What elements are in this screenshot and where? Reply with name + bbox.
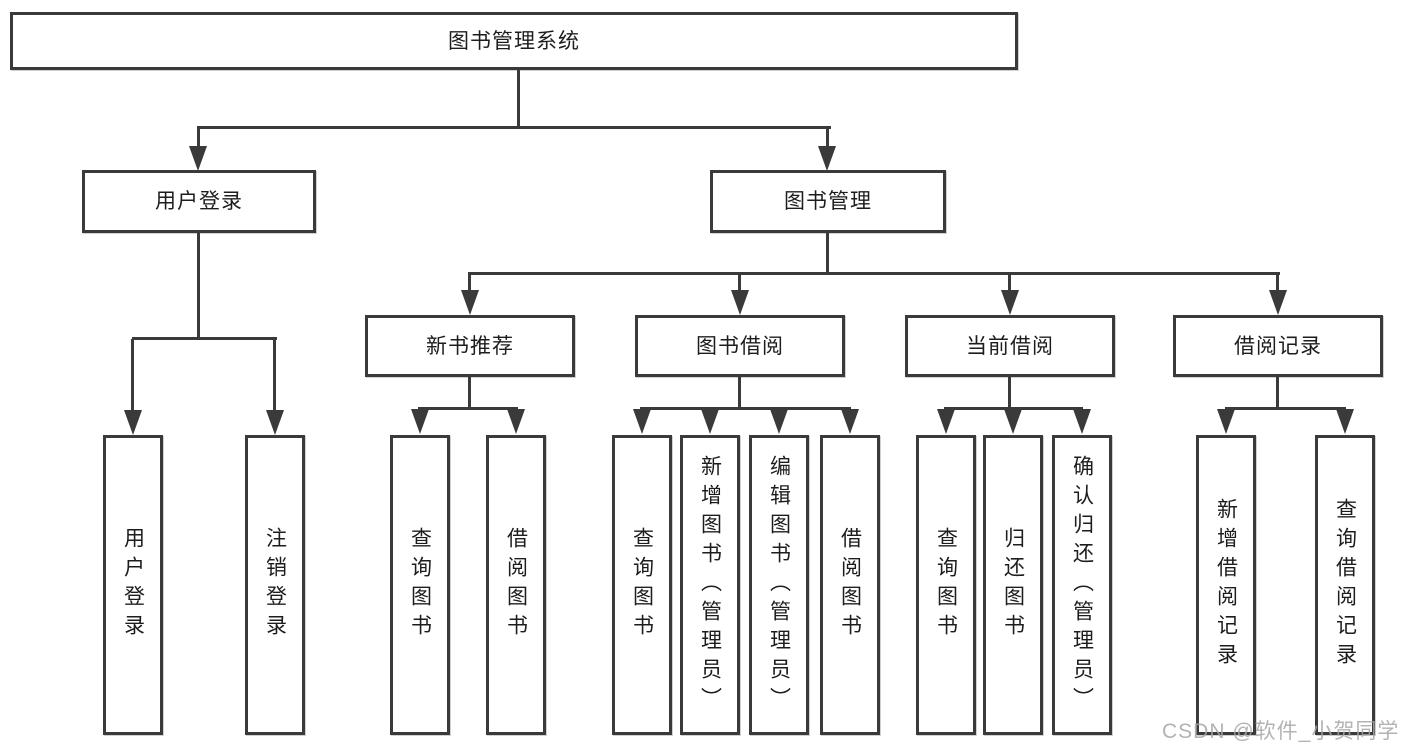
leaf-add-book-admin: 新增图书（管理员） (680, 435, 740, 735)
node-book-management: 图书管理 (710, 170, 946, 233)
arrow-down-icon (189, 146, 207, 171)
node-current-borrow: 当前借阅 (905, 315, 1115, 377)
leaf-query-book-borrow: 查询图书 (612, 435, 672, 735)
leaf-label: 新增图书（管理员） (698, 454, 722, 716)
arrow-down-icon (1269, 290, 1287, 315)
leaf-label: 归还图书 (1001, 527, 1025, 643)
leaf-label: 注销登录 (263, 527, 287, 643)
connector-line (826, 128, 829, 148)
connector-line (738, 377, 741, 407)
arrow-down-icon (1336, 409, 1354, 434)
leaf-add-borrow-record: 新增借阅记录 (1196, 435, 1256, 735)
watermark: CSDN @软件_小贺同学 (1162, 720, 1400, 743)
arrow-down-icon (411, 409, 429, 434)
node-user-login: 用户登录 (82, 170, 316, 233)
leaf-label: 借阅图书 (838, 527, 862, 643)
node-label: 借阅记录 (1234, 334, 1322, 358)
leaf-label: 查询图书 (630, 527, 654, 643)
connector-line (826, 233, 829, 272)
connector-line (944, 407, 1083, 410)
leaf-label: 查询图书 (934, 527, 958, 643)
connector-line (1276, 274, 1279, 292)
arrow-down-icon (701, 409, 719, 434)
connector-line (640, 407, 851, 410)
connector-line (1225, 407, 1346, 410)
leaf-query-borrow-record: 查询借阅记录 (1315, 435, 1375, 735)
node-new-book-recommend: 新书推荐 (365, 315, 575, 377)
leaf-query-book-current: 查询图书 (916, 435, 976, 735)
leaf-borrow-book-recommend: 借阅图书 (486, 435, 546, 735)
leaf-label: 用户登录 (121, 527, 145, 643)
arrow-down-icon (266, 410, 284, 435)
leaf-label: 新增借阅记录 (1214, 498, 1238, 672)
connector-line (131, 339, 134, 413)
connector-line (517, 70, 520, 126)
connector-line (468, 274, 471, 292)
leaf-query-book-recommend: 查询图书 (390, 435, 450, 735)
connector-line (1008, 274, 1011, 292)
leaf-label: 查询图书 (408, 527, 432, 643)
connector-line (1276, 377, 1279, 407)
leaf-borrow-book: 借阅图书 (820, 435, 880, 735)
connector-line (197, 128, 200, 148)
node-label: 用户登录 (155, 190, 243, 213)
arrow-down-icon (633, 409, 651, 434)
arrow-down-icon (731, 290, 749, 315)
arrow-down-icon (937, 409, 955, 434)
node-label: 当前借阅 (966, 334, 1054, 358)
node-root: 图书管理系统 (10, 12, 1018, 70)
node-label: 新书推荐 (426, 334, 514, 358)
leaf-user-login: 用户登录 (103, 435, 163, 735)
node-book-borrow: 图书借阅 (635, 315, 845, 377)
connector-line (197, 126, 831, 129)
arrow-down-icon (1073, 409, 1091, 434)
arrow-down-icon (1217, 409, 1235, 434)
connector-line (738, 274, 741, 292)
arrow-down-icon (841, 409, 859, 434)
connector-line (132, 337, 277, 340)
leaf-label: 确认归还（管理员） (1070, 454, 1094, 716)
arrow-down-icon (124, 410, 142, 435)
connector-line (418, 407, 518, 410)
connector-line (468, 272, 1280, 275)
arrow-down-icon (1004, 409, 1022, 434)
arrow-down-icon (770, 409, 788, 434)
connector-line (468, 377, 471, 407)
leaf-logout: 注销登录 (245, 435, 305, 735)
connector-line (1008, 377, 1011, 407)
connector-line (197, 233, 200, 337)
leaf-label: 借阅图书 (504, 527, 528, 643)
arrow-down-icon (507, 409, 525, 434)
node-borrow-record: 借阅记录 (1173, 315, 1383, 377)
connector-line (273, 339, 276, 413)
leaf-return-book: 归还图书 (983, 435, 1043, 735)
leaf-edit-book-admin: 编辑图书（管理员） (749, 435, 809, 735)
arrow-down-icon (461, 290, 479, 315)
node-label: 图书管理 (784, 190, 872, 213)
node-label: 图书借阅 (696, 334, 784, 358)
leaf-label: 编辑图书（管理员） (767, 454, 791, 716)
node-root-label: 图书管理系统 (448, 29, 580, 53)
leaf-label: 查询借阅记录 (1333, 498, 1357, 672)
arrow-down-icon (818, 146, 836, 171)
leaf-confirm-return-admin: 确认归还（管理员） (1052, 435, 1112, 735)
arrow-down-icon (1001, 290, 1019, 315)
